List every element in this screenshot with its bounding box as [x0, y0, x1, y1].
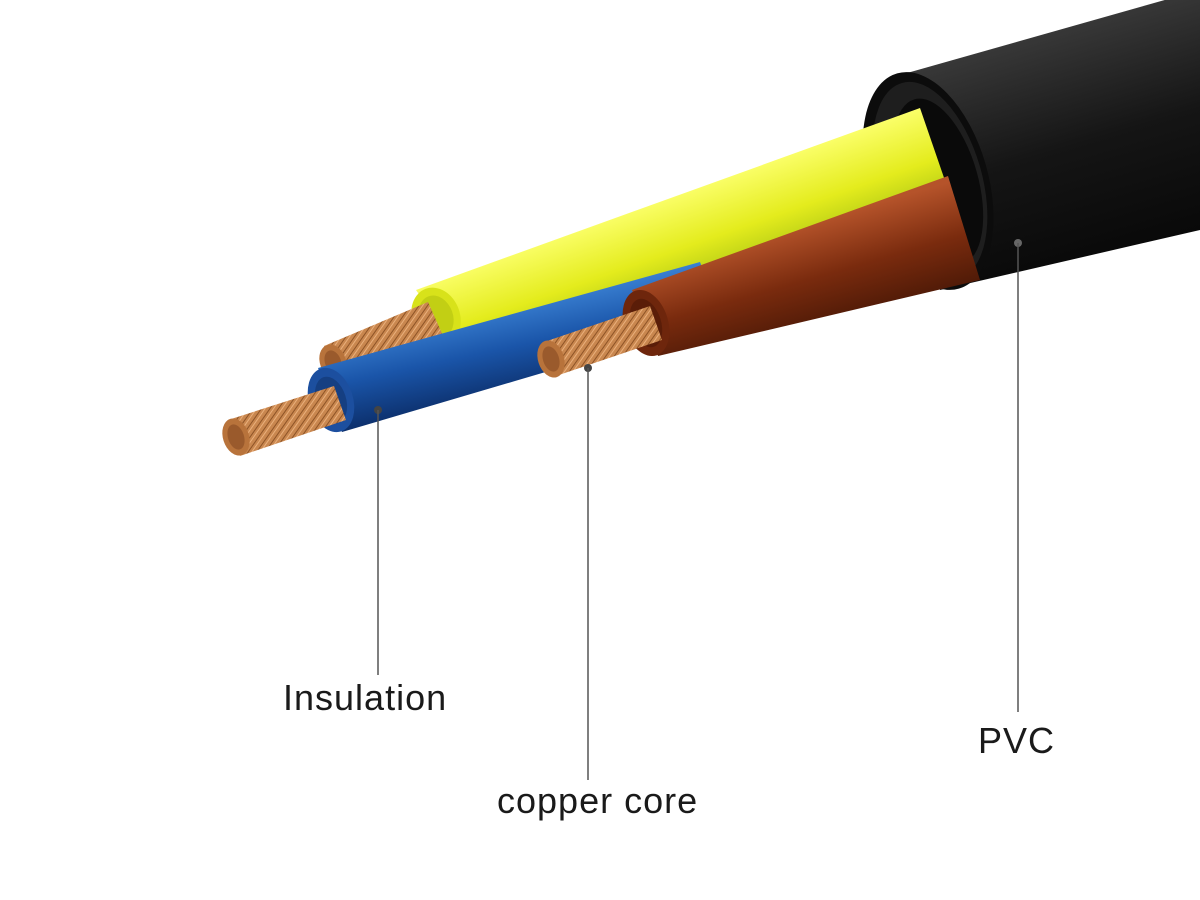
- brown-copper-strands: [537, 306, 662, 378]
- blue-conductor: [222, 262, 722, 456]
- copper-core-leader: [584, 364, 592, 780]
- copper-core-label: copper core: [497, 780, 699, 821]
- pvc-label: PVC: [978, 720, 1056, 761]
- blue-copper-strands: [222, 386, 346, 456]
- insulation-leader: [374, 406, 382, 675]
- brown-conductor: [537, 176, 980, 378]
- insulation-label: Insulation: [283, 677, 448, 718]
- pvc-leader: [1014, 239, 1022, 712]
